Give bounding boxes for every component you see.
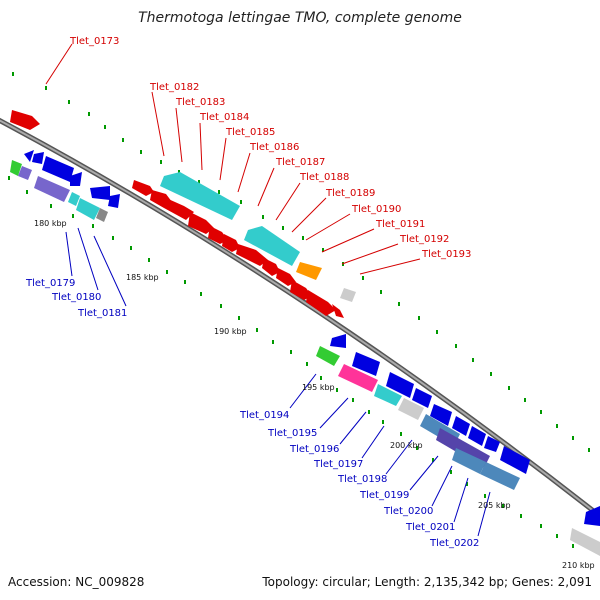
upper-leader-lines <box>45 43 421 275</box>
gene-reverse[interactable] <box>330 334 346 348</box>
label-tlet-0181[interactable]: Tlet_0181 <box>77 308 127 319</box>
gene-forward[interactable] <box>306 290 336 316</box>
gene-tlet-0193[interactable] <box>340 288 356 302</box>
gene-tlet-0183[interactable] <box>164 198 194 220</box>
label-tlet-0196[interactable]: Tlet_0196 <box>289 444 339 455</box>
label-tlet-0198[interactable]: Tlet_0198 <box>337 474 387 485</box>
gene-reverse[interactable] <box>484 436 500 452</box>
gene-tlet-0192[interactable] <box>290 280 312 300</box>
label-tlet-0190[interactable]: Tlet_0190 <box>351 204 401 215</box>
gene-reverse-purple[interactable] <box>18 166 32 180</box>
scale-label-205: 205 kbp <box>478 501 511 510</box>
label-tlet-0179[interactable]: Tlet_0179 <box>25 278 75 289</box>
gene-tlet-0202[interactable] <box>500 446 530 474</box>
label-tlet-0185[interactable]: Tlet_0185 <box>225 127 275 138</box>
label-tlet-0186[interactable]: Tlet_0186 <box>249 142 299 153</box>
lower-leader-lines <box>65 227 491 537</box>
gene-tlet-0179[interactable] <box>34 176 70 202</box>
gene-reverse[interactable] <box>108 194 120 208</box>
gene-tlet-0191[interactable] <box>296 262 322 280</box>
label-tlet-0201[interactable]: Tlet_0201 <box>405 522 455 533</box>
gene-forward[interactable] <box>132 180 154 196</box>
label-tlet-0194[interactable]: Tlet_0194 <box>239 410 289 421</box>
gene-reverse[interactable] <box>32 152 44 164</box>
scale-label-190: 190 kbp <box>214 327 247 336</box>
label-tlet-0202[interactable]: Tlet_0202 <box>429 538 479 549</box>
gene-reverse-grey[interactable] <box>570 528 600 556</box>
gene-tlet-0185[interactable] <box>208 226 228 244</box>
gene-tlet-0188[interactable] <box>236 244 268 266</box>
gene-reverse[interactable] <box>584 506 600 526</box>
accession-text: Accession: NC_009828 <box>8 575 144 589</box>
map-title: Thermotoga lettingae TMO, complete genom… <box>138 10 462 26</box>
label-tlet-0183[interactable]: Tlet_0183 <box>175 97 225 108</box>
upper-labels: Tlet_0173 Tlet_0182 Tlet_0183 Tlet_0184 … <box>69 36 471 260</box>
label-tlet-0195[interactable]: Tlet_0195 <box>267 428 317 439</box>
label-tlet-0193[interactable]: Tlet_0193 <box>421 249 471 260</box>
gene-reverse[interactable] <box>452 416 470 436</box>
genome-backbone-highlight <box>0 119 600 518</box>
gene-reverse[interactable] <box>386 372 414 398</box>
scale-label-195: 195 kbp <box>302 383 335 392</box>
gene-tlet-0187[interactable] <box>244 226 300 266</box>
gene-tlet-0180[interactable] <box>68 192 80 206</box>
topology-text: Topology: circular; Length: 2,135,342 bp… <box>261 575 592 589</box>
gene-reverse[interactable] <box>90 186 110 200</box>
label-tlet-0189[interactable]: Tlet_0189 <box>325 188 375 199</box>
label-tlet-0200[interactable]: Tlet_0200 <box>383 506 433 517</box>
label-tlet-0191[interactable]: Tlet_0191 <box>375 219 425 230</box>
gene-reverse[interactable] <box>468 426 486 446</box>
gene-tlet-0189[interactable] <box>262 258 280 276</box>
gene-reverse-green[interactable] <box>10 160 22 176</box>
label-tlet-0192[interactable]: Tlet_0192 <box>399 234 449 245</box>
gene-reverse-grey[interactable] <box>96 208 108 222</box>
gene-tlet-0197[interactable] <box>398 398 424 420</box>
gene-reverse[interactable] <box>352 352 380 376</box>
gene-reverse[interactable] <box>412 388 432 408</box>
gene-tlet-0181[interactable] <box>76 198 100 220</box>
gene-tlet-0201[interactable] <box>480 462 520 490</box>
gene-tlet-0190[interactable] <box>276 268 296 286</box>
gene-tlet-0196[interactable] <box>374 384 402 406</box>
gene-tlet-0173[interactable] <box>10 110 40 130</box>
scale-labels: 180 kbp 185 kbp 190 kbp 195 kbp 200 kbp … <box>34 219 595 570</box>
gene-tlet-0182[interactable] <box>160 172 240 220</box>
gene-tlet-0186[interactable] <box>222 234 240 252</box>
label-tlet-0187[interactable]: Tlet_0187 <box>275 157 325 168</box>
lower-tick-marks <box>8 176 574 548</box>
gene-reverse[interactable] <box>430 404 452 426</box>
scale-label-200: 200 kbp <box>390 441 423 450</box>
gene-tlet-0184[interactable] <box>188 212 214 234</box>
gene-forward[interactable] <box>332 304 344 318</box>
gene-tlet-0200[interactable] <box>452 448 486 474</box>
label-tlet-0182[interactable]: Tlet_0182 <box>149 82 199 93</box>
label-tlet-0173[interactable]: Tlet_0173 <box>69 36 119 47</box>
label-tlet-0180[interactable]: Tlet_0180 <box>51 292 101 303</box>
gene-reverse[interactable] <box>24 150 34 162</box>
upper-tick-marks <box>12 72 590 452</box>
scale-label-180: 180 kbp <box>34 219 67 228</box>
gene-reverse[interactable] <box>70 172 82 186</box>
label-tlet-0199[interactable]: Tlet_0199 <box>359 490 409 501</box>
label-tlet-0188[interactable]: Tlet_0188 <box>299 172 349 183</box>
label-tlet-0197[interactable]: Tlet_0197 <box>313 459 363 470</box>
gene-tlet-0195[interactable] <box>338 364 378 392</box>
scale-label-185: 185 kbp <box>126 273 159 282</box>
gene-tlet-0194[interactable] <box>316 346 340 366</box>
scale-label-210: 210 kbp <box>562 561 595 570</box>
gene-reverse[interactable] <box>42 156 74 182</box>
lower-labels: Tlet_0179 Tlet_0180 Tlet_0181 Tlet_0194 … <box>25 278 479 549</box>
label-tlet-0184[interactable]: Tlet_0184 <box>199 112 249 123</box>
